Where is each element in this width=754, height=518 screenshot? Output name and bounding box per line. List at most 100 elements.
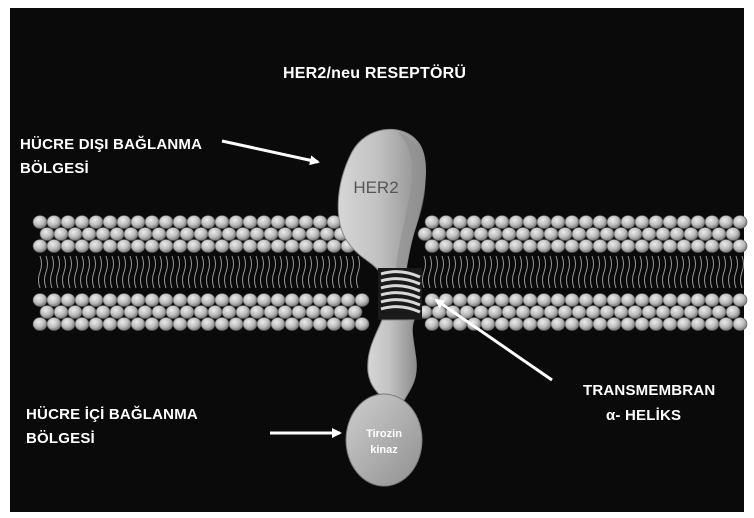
- phospholipid-head: [635, 240, 649, 253]
- lipid-tail: [603, 256, 606, 288]
- phospholipid-head: [579, 294, 593, 307]
- phospholipid-head: [642, 306, 656, 319]
- phospholipid-head: [201, 216, 215, 229]
- lipid-tail: [501, 256, 504, 288]
- phospholipid-head: [502, 228, 516, 241]
- phospholipid-head: [691, 318, 705, 331]
- lipid-tail: [171, 256, 174, 288]
- lipid-tail: [609, 256, 612, 288]
- lipid-tail: [663, 256, 666, 288]
- phospholipid-head: [649, 216, 663, 229]
- lipid-tail: [45, 256, 48, 288]
- phospholipid-head: [75, 318, 89, 331]
- phospholipid-head: [719, 216, 733, 229]
- phospholipid-head: [712, 228, 726, 241]
- phospholipid-head: [54, 228, 68, 241]
- phospholipid-head: [138, 228, 152, 241]
- phospholipid-head: [299, 294, 313, 307]
- lipid-tail: [729, 256, 732, 288]
- lipid-tail: [597, 256, 600, 288]
- lipid-tail: [423, 256, 426, 288]
- lipid-tail: [303, 256, 306, 288]
- phospholipid-head: [565, 318, 579, 331]
- phospholipid-head: [551, 294, 565, 307]
- phospholipid-head: [719, 240, 733, 253]
- phospholipid-head: [117, 240, 131, 253]
- lipid-tail: [63, 256, 66, 288]
- phospholipid-head: [418, 228, 432, 241]
- lipid-tail: [591, 256, 594, 288]
- lipid-tail: [717, 256, 720, 288]
- phospholipid-head: [145, 240, 159, 253]
- phospholipid-head: [89, 216, 103, 229]
- phospholipid-head: [586, 306, 600, 319]
- lipid-tail: [123, 256, 126, 288]
- phospholipid-head: [54, 306, 68, 319]
- phospholipid-head: [110, 306, 124, 319]
- phospholipid-head: [425, 216, 439, 229]
- phospholipid-head: [257, 216, 271, 229]
- phospholipid-head: [292, 306, 306, 319]
- extracellular-label-line2: BÖLGESİ: [20, 158, 89, 180]
- phospholipid-head: [96, 306, 110, 319]
- phospholipid-head: [33, 216, 47, 229]
- lipid-tail: [141, 256, 144, 288]
- phospholipid-head: [271, 216, 285, 229]
- phospholipid-head: [677, 216, 691, 229]
- lipid-tail: [483, 256, 486, 288]
- lipid-tail: [291, 256, 294, 288]
- lipid-tail: [711, 256, 714, 288]
- lipid-tail: [567, 256, 570, 288]
- phospholipid-head: [180, 306, 194, 319]
- phospholipid-head: [103, 216, 117, 229]
- phospholipid-head: [663, 216, 677, 229]
- phospholipid-head: [299, 318, 313, 331]
- phospholipid-head: [40, 306, 54, 319]
- phospholipid-head: [691, 240, 705, 253]
- transmembrane-label-line2: α- HELİKS: [606, 405, 681, 427]
- phospholipid-head: [719, 294, 733, 307]
- phospholipid-head: [544, 228, 558, 241]
- phospholipid-head: [509, 216, 523, 229]
- phospholipid-head: [663, 294, 677, 307]
- phospholipid-head: [446, 228, 460, 241]
- phospholipid-head: [509, 318, 523, 331]
- lipid-tail: [735, 256, 738, 288]
- lipid-tail: [69, 256, 72, 288]
- phospholipid-head: [614, 228, 628, 241]
- phospholipid-head: [607, 294, 621, 307]
- lipid-tail: [639, 256, 642, 288]
- phospholipid-head: [488, 228, 502, 241]
- lipid-tail: [159, 256, 162, 288]
- phospholipid-head: [649, 294, 663, 307]
- phospholipid-head: [173, 240, 187, 253]
- lipid-tail: [315, 256, 318, 288]
- lipid-tail: [321, 256, 324, 288]
- phospholipid-head: [236, 228, 250, 241]
- phospholipid-head: [236, 306, 250, 319]
- phospholipid-head: [544, 306, 558, 319]
- phospholipid-head: [698, 228, 712, 241]
- lipid-tail: [249, 256, 252, 288]
- lipid-tail: [435, 256, 438, 288]
- phospholipid-head: [313, 216, 327, 229]
- intracellular-stalk: [368, 320, 417, 400]
- phospholipid-head: [222, 228, 236, 241]
- phospholipid-head: [33, 318, 47, 331]
- phospholipid-head: [159, 294, 173, 307]
- lipid-tail: [129, 256, 132, 288]
- lipid-tail: [723, 256, 726, 288]
- lipid-tail: [75, 256, 78, 288]
- lipid-tail: [243, 256, 246, 288]
- phospholipid-head: [250, 306, 264, 319]
- phospholipid-head: [355, 318, 369, 331]
- lipid-tail: [495, 256, 498, 288]
- phospholipid-head: [173, 294, 187, 307]
- lipid-tail: [627, 256, 630, 288]
- tyrosine-kinase-domain: [346, 394, 422, 486]
- lipid-tail: [669, 256, 672, 288]
- phospholipid-head: [47, 240, 61, 253]
- phospholipid-head: [593, 294, 607, 307]
- phospholipid-head: [187, 240, 201, 253]
- lipid-tail: [549, 256, 552, 288]
